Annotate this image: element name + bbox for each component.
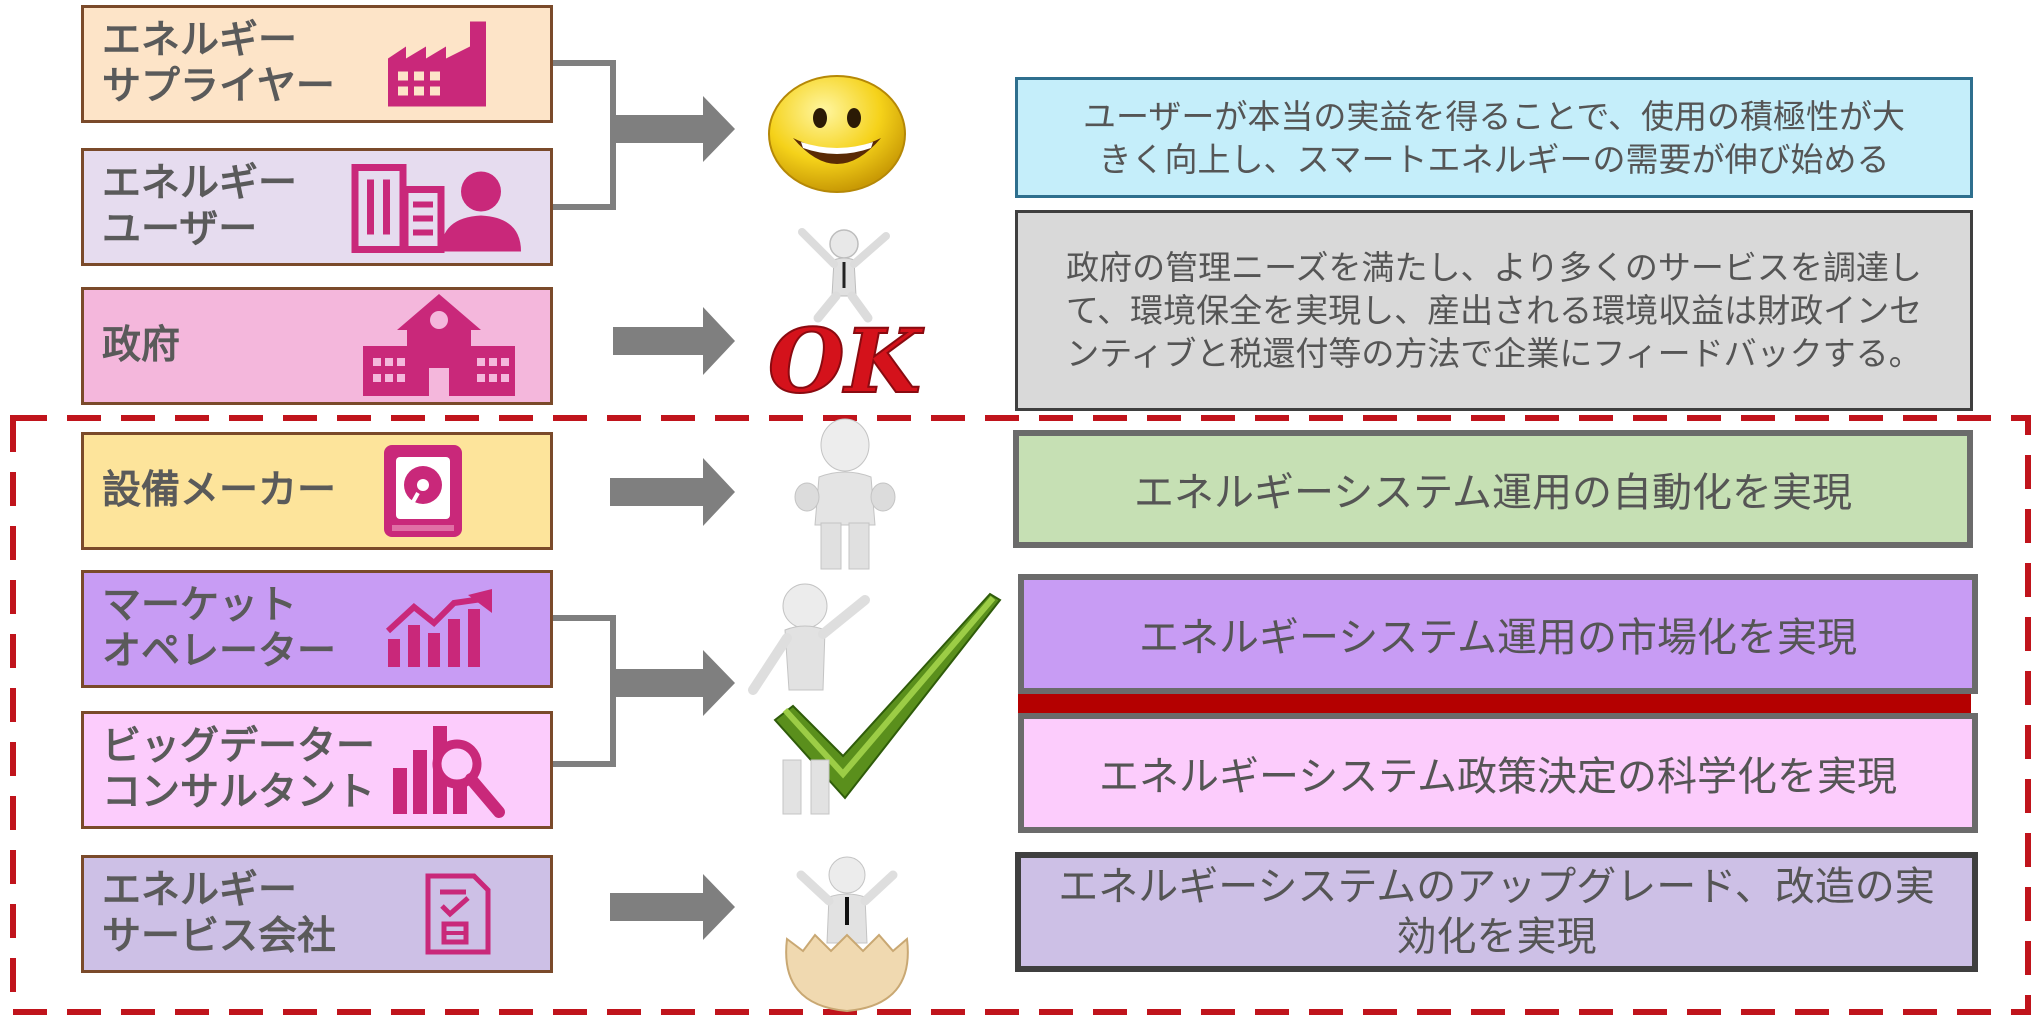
stakeholder-energy-service-company: エネルギー サービス会社 — [81, 855, 553, 973]
stakeholder-market-operator: マーケット オペレーター — [81, 570, 553, 688]
checkmark-figure-icon — [748, 583, 1002, 815]
growth-chart-icon — [385, 589, 492, 667]
result-text: ユーザーが本当の実益を得ることで、使用の積極性が大 きく向上し、スマートエネルギ… — [1082, 96, 1906, 179]
stakeholder-label: 政府 — [102, 323, 181, 368]
result-text: エネルギーシステム運用の市場化を実現 — [1139, 615, 1857, 661]
result-marketization: エネルギーシステム運用の市場化を実現 — [1018, 574, 1978, 694]
stakeholder-energy-supplier: エネルギー サプライヤー — [81, 5, 553, 123]
document-check-icon — [425, 873, 491, 955]
result-automation: エネルギーシステム運用の自動化を実現 — [1013, 430, 1973, 548]
result-text: 政府の管理ニーズを満たし、より多くのサービスを調達し て、環境保全を実現し、産出… — [1065, 248, 1923, 373]
bracket-operator-consultant — [553, 615, 616, 767]
analytics-magnifier-icon — [393, 726, 505, 818]
stakeholder-big-data-consultant: ビッグデーター コンサルタント — [81, 711, 553, 829]
ok-text: OK — [768, 309, 925, 400]
stakeholder-label: マーケット オペレーター — [102, 583, 337, 674]
arrow-right-5 — [610, 874, 735, 940]
result-text: エネルギーシステムのアップグレード、改造の実 効化を実現 — [1058, 864, 1935, 960]
result-upgrade: エネルギーシステムのアップグレード、改造の実 効化を実現 — [1015, 852, 1978, 972]
stakeholder-label: エネルギー ユーザー — [102, 161, 298, 252]
building-person-icon — [351, 164, 521, 253]
stakeholder-label: 設備メーカー — [102, 468, 337, 513]
result-user-benefit: ユーザーが本当の実益を得ることで、使用の積極性が大 きく向上し、スマートエネルギ… — [1015, 77, 1973, 198]
result-text: エネルギーシステム政策決定の科学化を実現 — [1099, 754, 1897, 800]
bracket-supplier-user — [553, 60, 616, 210]
stakeholder-label: ビッグデーター コンサルタント — [102, 724, 376, 815]
result-policy-science: エネルギーシステム政策決定の科学化を実現 — [1018, 713, 1978, 833]
stakeholder-energy-user: エネルギー ユーザー — [81, 148, 553, 266]
smiley-face-icon — [768, 75, 906, 193]
stakeholder-label: エネルギー サプライヤー — [102, 18, 335, 109]
result-government-needs: 政府の管理ニーズを満たし、より多くのサービスを調達し て、環境保全を実現し、産出… — [1015, 210, 1973, 411]
result-text: エネルギーシステム運用の自動化を実現 — [1134, 470, 1852, 516]
ok-jumping-figure-icon: OK — [767, 228, 926, 400]
arrow-right-2 — [613, 307, 735, 375]
stakeholder-equipment-maker: 設備メーカー — [81, 432, 553, 550]
arrow-right-3 — [610, 458, 735, 526]
arrow-right-1 — [615, 96, 735, 162]
egg-hatching-figure-icon — [785, 856, 909, 1013]
hard-disk-icon — [384, 445, 462, 537]
red-separator-bar — [1018, 693, 1971, 713]
arrow-right-4 — [615, 650, 735, 716]
factory-icon — [388, 21, 486, 107]
stakeholder-label: エネルギー サービス会社 — [102, 868, 337, 959]
school-icon — [363, 294, 515, 396]
thumbs-up-figure-icon — [794, 418, 896, 570]
stakeholder-government: 政府 — [81, 287, 553, 405]
